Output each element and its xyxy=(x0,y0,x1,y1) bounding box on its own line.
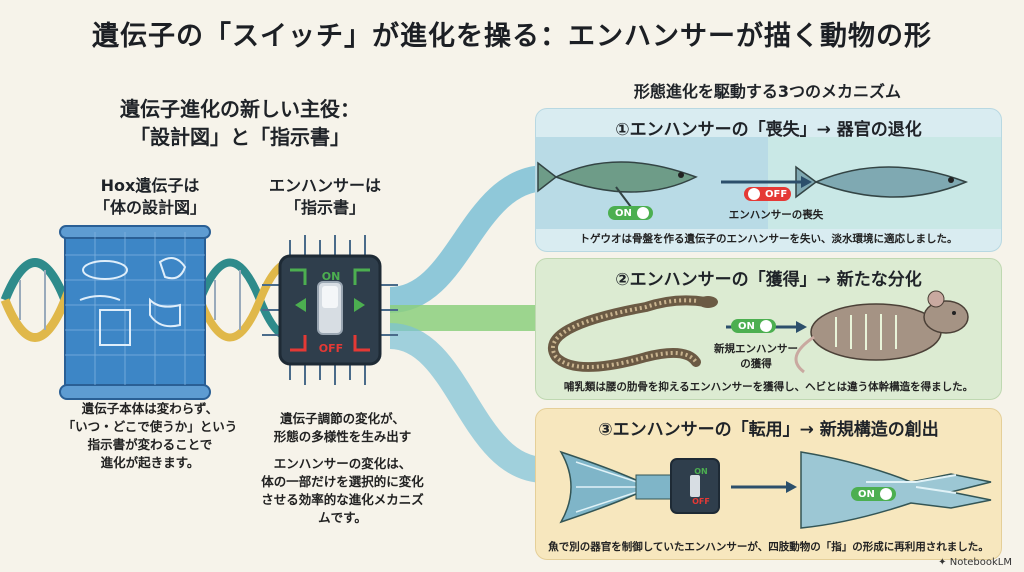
enhancer-heading: エンハンサーは 「指示書」 xyxy=(245,175,405,219)
left-heading-line1: 遺伝子進化の新しい主役： xyxy=(120,97,360,121)
hox-caption: 遺伝子本体は変わらず、 「いつ・どこで使うか」という 指示書が変わることで 進化… xyxy=(50,400,250,472)
enhancer-caption-line: 体の一部だけを選択的に変化 xyxy=(261,474,424,489)
panel-cooption-title: ③エンハンサーの「転用」→ 新規構造の創出 xyxy=(598,420,939,440)
enhancer-heading-line2: 「指示書」 xyxy=(284,198,365,217)
panel-gain-title: ②エンハンサーの「獲得」→ 新たな分化 xyxy=(615,270,922,290)
panel-gain-label: 新規エンハンサー の獲得 xyxy=(686,341,826,371)
flow-band-1 xyxy=(388,165,547,313)
panel-gain-label-line: 新規エンハンサー xyxy=(714,343,798,355)
enhancer-caption-line: させる効率的な進化メカニズ xyxy=(261,492,424,507)
panel-loss-label: エンハンサーの喪失 xyxy=(728,209,824,221)
toggle-on-switch: ON xyxy=(608,206,653,220)
toggle-knob xyxy=(636,207,649,219)
toggle-on-switch: ON xyxy=(851,487,896,501)
hox-heading-line2: 「体の設計図」 xyxy=(93,198,206,217)
toggle-knob xyxy=(759,320,772,332)
toggle-on-label: ON xyxy=(858,488,875,500)
enhancer-chip-icon xyxy=(262,235,398,385)
panel-loss-title: ①エンハンサーの「喪失」→ 器官の退化 xyxy=(615,120,922,140)
toggle-knob xyxy=(879,488,892,500)
notebooklm-brand: ✦ NotebookLM xyxy=(938,557,1012,568)
arrowhead-icon xyxy=(796,321,807,333)
toggle-knob xyxy=(748,188,760,200)
enhancer-caption-line: エンハンサーの変化は、 xyxy=(273,456,412,471)
panel-loss-caption: トゲウオは骨盤を作る遺伝子のエンハンサーを失い、淡水環境に適応しました。 xyxy=(579,233,958,245)
toggle-on-label: ON xyxy=(615,207,632,219)
hox-caption-line: 遺伝子本体は変わらず、 xyxy=(81,401,219,416)
enhancer-chip-icon xyxy=(670,458,720,514)
hox-caption-line: 指示書が変わることで xyxy=(87,437,213,452)
panel-cooption: ③エンハンサーの「転用」→ 新規構造の創出 ON OFF ON 魚で別の器官を制… xyxy=(535,408,1002,560)
toggle-off-switch: OFF xyxy=(744,187,792,201)
enhancer-heading-line1: エンハンサーは xyxy=(268,176,381,195)
panel-gain: ②エンハンサーの「獲得」→ 新たな分化 ON 新規エンハンサー の獲得 哺乳類は… xyxy=(535,258,1002,400)
blueprint-scroll-icon xyxy=(59,225,211,400)
toggle-off-label: OFF xyxy=(765,188,788,200)
panel-cooption-illustration xyxy=(559,450,992,529)
arrowhead-icon xyxy=(786,481,797,493)
tetrapod-limb-icon xyxy=(800,451,992,529)
stickleback-fish-icon xyxy=(537,161,698,208)
freshwater-fish-icon xyxy=(795,165,969,199)
enhancer-caption-main: 遺伝子調節の変化が、 形態の多様性を生み出す xyxy=(255,410,430,446)
panel-gain-caption: 哺乳類は腰の肋骨を抑えるエンハンサーを獲得し、ヘビとは違う体幹構造を得ました。 xyxy=(563,381,974,393)
page-title: 遺伝子の「スイッチ」が進化を操る：エンハンサーが描く動物の形 xyxy=(92,21,932,52)
enhancer-caption-line: ムです。 xyxy=(318,510,367,525)
fish-fin-icon xyxy=(559,450,677,524)
panel-gain-label-line: の獲得 xyxy=(740,358,772,370)
mechanisms-heading: 形態進化を駆動する3つのメカニズム xyxy=(633,82,902,101)
hox-caption-line: 「いつ・どこで使うか」という xyxy=(62,419,238,434)
enhancer-caption-detail: エンハンサーの変化は、 体の一部だけを選択的に変化 させる効率的な進化メカニズ … xyxy=(255,455,430,527)
panel-cooption-caption: 魚で別の器官を制御していたエンハンサーが、四肢動物の「指」の形成に再利用されまし… xyxy=(548,541,989,553)
arrowhead-icon xyxy=(801,176,812,188)
enhancer-caption-line: 形態の多様性を生み出す xyxy=(273,429,412,444)
toggle-on-switch: ON xyxy=(731,319,776,333)
chip-on-label: ON xyxy=(694,467,708,476)
hox-heading: Hox遺伝子は 「体の設計図」 xyxy=(60,175,240,219)
chip-off-label: OFF xyxy=(692,497,710,506)
left-heading: 遺伝子進化の新しい主役： 「設計図」と「指示書」 xyxy=(60,95,420,151)
chip-off-label: OFF xyxy=(319,342,343,355)
notebooklm-logo-icon: ✦ xyxy=(938,557,947,568)
flow-band-3 xyxy=(388,323,547,483)
snake-icon xyxy=(547,295,718,372)
panel-loss: ①エンハンサーの「喪失」→ 器官の退化 ON OFF エンハンサーの喪失 トゲウ… xyxy=(535,108,1002,252)
chip-on-label: ON xyxy=(322,270,341,283)
panel-gain-illustration xyxy=(547,290,969,374)
brand-label: NotebookLM xyxy=(949,557,1012,568)
toggle-on-label: ON xyxy=(738,320,755,332)
mouse-icon xyxy=(794,290,969,374)
left-heading-line2: 「設計図」と「指示書」 xyxy=(130,125,350,149)
hox-heading-line1: Hox遺伝子は xyxy=(100,176,200,195)
hox-caption-line: 進化が起きます。 xyxy=(100,455,200,470)
enhancer-caption-line: 遺伝子調節の変化が、 xyxy=(280,411,405,426)
